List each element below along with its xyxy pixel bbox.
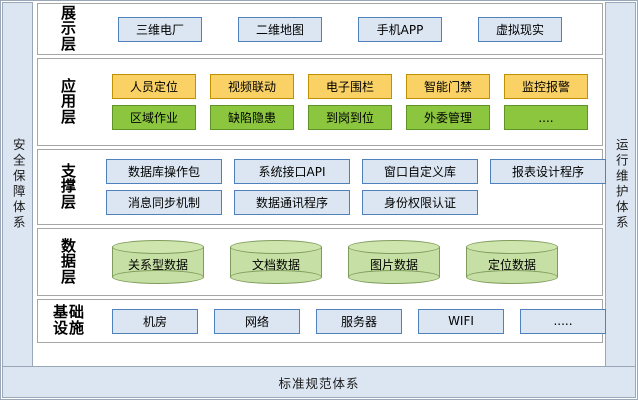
layer-display-label-char-1: 示 (60, 19, 77, 38)
layer-support-body: 数据库操作包 系统接口API 窗口自定义库 报表设计程序 消息同步机制 数据通讯… (98, 159, 606, 215)
layer-application-label-char-2: 层 (60, 107, 77, 126)
layer-data-label-char-2: 层 (60, 267, 77, 286)
database-cylinder-2[interactable]: 图片数据 (348, 240, 440, 284)
cylinder-bottom-1 (230, 270, 322, 284)
node-application-0-4[interactable]: 监控报警 (504, 74, 588, 99)
node-infrastructure-0[interactable]: 机房 (112, 308, 198, 334)
node-display-3[interactable]: 虚拟现实 (478, 16, 562, 42)
layer-infrastructure: 基础 设施 机房 网络 服务器 WIFI ..... (37, 299, 606, 343)
layer-application: 应 用 层 人员定位 视频联动 电子围栏 智能门禁 监控报警 区域作业 缺陷隐患… (37, 58, 603, 146)
database-cylinder-label-1: 文档数据 (251, 257, 300, 272)
node-application-1-0[interactable]: 区域作业 (112, 105, 196, 130)
node-support-0-1[interactable]: 系统接口API (234, 159, 350, 184)
layer-data-row-0: 关系型数据 文档数据 图片数据 (98, 240, 598, 284)
node-support-1-2[interactable]: 身份权限认证 (362, 190, 478, 215)
layer-data-label: 数 据 层 (40, 236, 98, 286)
layer-display-row-0: 三维电厂 二维地图 手机APP 虚拟现实 (98, 16, 598, 42)
layer-display-label: 展 示 层 (40, 3, 98, 53)
layer-application-row-0: 人员定位 视频联动 电子围栏 智能门禁 监控报警 (98, 74, 598, 99)
layer-data-label-char-1: 据 (60, 252, 77, 271)
node-application-0-1[interactable]: 视频联动 (210, 74, 294, 99)
layer-application-label: 应 用 层 (40, 76, 98, 126)
node-support-0-2[interactable]: 窗口自定义库 (362, 159, 478, 184)
layer-display-label-char-0: 展 (60, 3, 77, 22)
node-support-1-0[interactable]: 消息同步机制 (106, 190, 222, 215)
layer-support-row-0: 数据库操作包 系统接口API 窗口自定义库 报表设计程序 (98, 159, 606, 184)
layer-application-label-char-0: 应 (60, 76, 77, 95)
node-display-0[interactable]: 三维电厂 (118, 16, 202, 42)
node-support-0-0[interactable]: 数据库操作包 (106, 159, 222, 184)
layer-infrastructure-label-line-1: 设施 (52, 319, 85, 337)
node-infrastructure-2[interactable]: 服务器 (316, 308, 402, 334)
node-display-2[interactable]: 手机APP (358, 16, 442, 42)
database-cylinder-label-2: 图片数据 (369, 257, 418, 272)
layer-infrastructure-row-0: 机房 网络 服务器 WIFI ..... (98, 308, 606, 334)
node-infrastructure-1[interactable]: 网络 (214, 308, 300, 334)
layer-data: 数 据 层 关系型数据 文 (37, 228, 603, 296)
layer-infrastructure-label: 基础 设施 (40, 305, 98, 336)
right-rail-operations-maintenance: 运行维护体系 (605, 2, 636, 367)
layer-infrastructure-body: 机房 网络 服务器 WIFI ..... (98, 308, 606, 334)
node-infrastructure-3[interactable]: WIFI (418, 308, 504, 334)
layer-display-body: 三维电厂 二维地图 手机APP 虚拟现实 (98, 16, 598, 42)
node-application-1-3[interactable]: 外委管理 (406, 105, 490, 130)
layer-support-label-char-1: 撑 (60, 177, 77, 196)
layer-display-label-char-2: 层 (60, 34, 77, 53)
layer-stack: 展 示 层 三维电厂 二维地图 手机APP 虚拟现实 应 用 (37, 3, 606, 343)
left-rail-label: 安全保障体系 (10, 138, 26, 231)
left-rail-security-assurance: 安全保障体系 (2, 2, 33, 367)
cylinder-bottom-2 (348, 270, 440, 284)
node-application-1-1[interactable]: 缺陷隐患 (210, 105, 294, 130)
node-application-0-0[interactable]: 人员定位 (112, 74, 196, 99)
layer-display: 展 示 层 三维电厂 二维地图 手机APP 虚拟现实 (37, 3, 603, 55)
cylinder-top-1 (230, 240, 322, 254)
layer-application-row-1: 区域作业 缺陷隐患 到岗到位 外委管理 .... (98, 105, 598, 130)
database-cylinder-1[interactable]: 文档数据 (230, 240, 322, 284)
layer-data-body: 关系型数据 文档数据 图片数据 (98, 240, 598, 284)
node-infrastructure-4[interactable]: ..... (520, 308, 606, 334)
layer-support-label-char-2: 层 (60, 192, 77, 211)
cylinder-bottom-3 (466, 270, 558, 284)
layer-support-row-1: 消息同步机制 数据通讯程序 身份权限认证 (98, 190, 606, 215)
cylinder-top-3 (466, 240, 558, 254)
layer-application-body: 人员定位 视频联动 电子围栏 智能门禁 监控报警 区域作业 缺陷隐患 到岗到位 … (98, 74, 598, 130)
layer-infrastructure-label-line-0: 基础 (52, 303, 85, 322)
database-cylinder-0[interactable]: 关系型数据 (112, 240, 204, 284)
node-application-0-3[interactable]: 智能门禁 (406, 74, 490, 99)
layer-data-label-char-0: 数 (60, 236, 77, 255)
database-cylinder-label-0: 关系型数据 (127, 257, 188, 272)
node-support-0-3[interactable]: 报表设计程序 (490, 159, 606, 184)
cylinder-bottom-0 (112, 270, 204, 284)
layer-support-label-char-0: 支 (60, 161, 77, 180)
database-cylinder-3[interactable]: 定位数据 (466, 240, 558, 284)
right-rail-label: 运行维护体系 (613, 138, 629, 231)
database-cylinder-label-3: 定位数据 (487, 257, 536, 272)
layer-application-label-char-1: 用 (60, 92, 77, 111)
layer-support: 支 撑 层 数据库操作包 系统接口API 窗口自定义库 报表设计程序 消息同步机… (37, 149, 606, 225)
node-application-1-2[interactable]: 到岗到位 (308, 105, 392, 130)
node-display-1[interactable]: 二维地图 (238, 16, 322, 42)
layer-support-label: 支 撑 层 (40, 161, 98, 211)
cylinder-top-0 (112, 240, 204, 254)
node-application-0-2[interactable]: 电子围栏 (308, 74, 392, 99)
node-application-1-4[interactable]: .... (504, 105, 588, 130)
footer-standards-system: 标准规范体系 (2, 366, 636, 398)
footer-label: 标准规范体系 (278, 375, 360, 391)
node-support-1-1[interactable]: 数据通讯程序 (234, 190, 350, 215)
cylinder-top-2 (348, 240, 440, 254)
